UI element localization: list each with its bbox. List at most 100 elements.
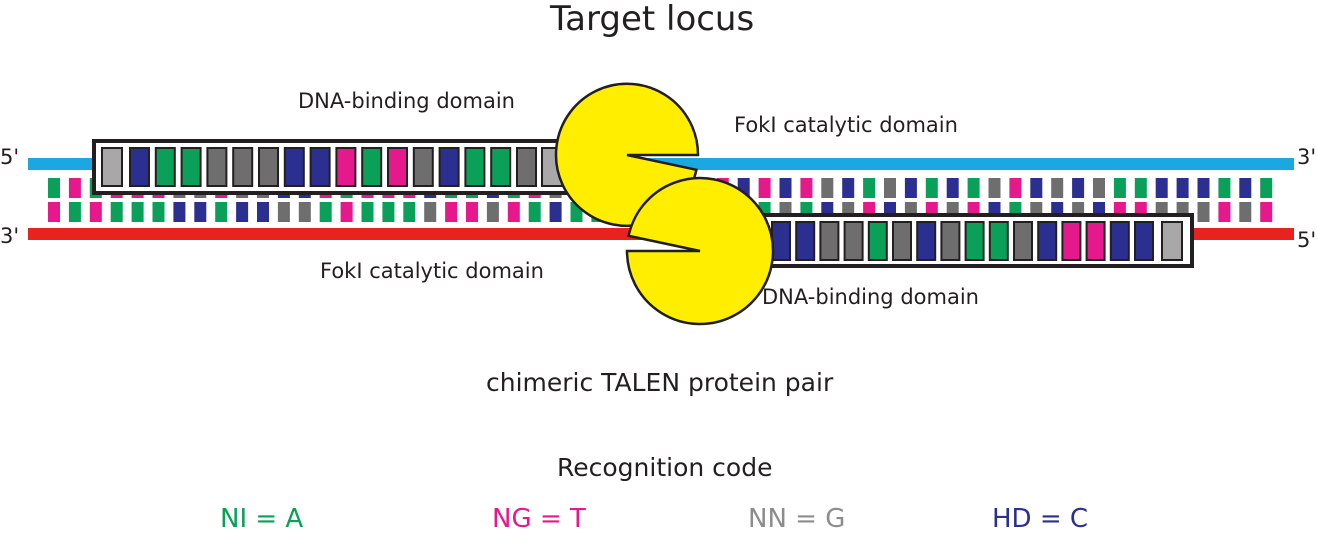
top-strand-5prime-end: 5' — [0, 145, 20, 169]
base-bottom — [549, 202, 562, 222]
right-tale-repeat — [795, 221, 816, 261]
right-tale-repeat — [1085, 221, 1106, 261]
right-tale-repeat — [988, 221, 1009, 261]
base-top — [967, 178, 980, 198]
base-top — [1093, 178, 1105, 198]
left-tale-repeat — [361, 147, 383, 187]
right-tale-repeat — [819, 221, 840, 261]
left-tale-repeat — [387, 147, 408, 187]
recognition-code-nn-g: NN = G — [748, 504, 846, 534]
base-top — [1218, 178, 1231, 198]
base-bottom — [173, 202, 186, 222]
base-top — [779, 178, 792, 198]
left-n-terminal-repeat — [101, 147, 123, 187]
base-top — [800, 178, 813, 198]
base-bottom — [298, 202, 311, 222]
right-tale-repeat — [867, 221, 888, 261]
right-tale-repeat — [1109, 221, 1130, 261]
base-bottom — [110, 202, 123, 222]
base-top — [1239, 178, 1252, 198]
base-bottom — [1260, 202, 1273, 222]
base-top — [48, 178, 60, 198]
recognition-code-heading: Recognition code — [557, 453, 773, 482]
base-bottom — [48, 202, 60, 222]
right-n-terminal-repeat — [1161, 221, 1183, 261]
right-tale-repeat — [1061, 221, 1082, 261]
bottom-strand-5prime-end: 5' — [1297, 228, 1317, 252]
recognition-code-hd-c: HD = C — [992, 504, 1089, 534]
base-top — [821, 178, 834, 198]
base-bottom — [528, 202, 541, 222]
base-bottom — [236, 202, 249, 222]
base-top — [842, 178, 855, 198]
base-top — [68, 178, 81, 198]
bottom-strand-3prime-end: 3' — [0, 224, 20, 248]
left-tale-repeat — [516, 147, 537, 187]
left-tale-repeat — [232, 147, 254, 187]
base-top — [946, 178, 959, 198]
right-tale-repeat — [964, 221, 985, 261]
talen-pair-caption: chimeric TALEN protein pair — [486, 368, 834, 397]
base-top — [1030, 178, 1043, 198]
left-tale-repeat — [412, 147, 434, 187]
recognition-code-ni-a: NI = A — [220, 504, 304, 534]
base-bottom — [445, 202, 458, 222]
dna-binding-domain-top-label: DNA-binding domain — [298, 89, 515, 113]
left-tale-repeat — [206, 147, 228, 187]
fokI-domain-bottom-label: FokI catalytic domain — [320, 259, 544, 283]
base-bottom — [486, 202, 499, 222]
base-bottom — [424, 202, 437, 222]
base-top — [863, 178, 876, 198]
base-bottom — [1218, 202, 1231, 222]
base-bottom — [257, 202, 269, 222]
right-tale-repeat — [1134, 221, 1154, 261]
right-tale-repeat — [1037, 221, 1058, 261]
base-bottom — [131, 202, 144, 222]
base-top — [884, 178, 896, 198]
right-tale-repeat — [843, 221, 864, 261]
base-top — [904, 178, 917, 198]
base-top — [758, 178, 771, 198]
base-bottom — [319, 202, 332, 222]
base-bottom — [403, 202, 416, 222]
left-tale-repeat — [283, 147, 305, 187]
right-tale-repeat — [892, 221, 912, 261]
base-top — [1072, 178, 1085, 198]
left-tale-repeat — [335, 147, 357, 187]
fokI-domain-top-label: FokI catalytic domain — [734, 113, 958, 137]
left-tale-repeat — [258, 147, 279, 187]
left-tale-repeat — [180, 147, 202, 187]
base-top — [988, 178, 1001, 198]
fokI-domain-bottom — [625, 176, 775, 326]
left-tale-repeat — [490, 147, 512, 187]
base-bottom — [1197, 202, 1210, 222]
right-tale-repeat — [1013, 221, 1033, 261]
right-tale-repeat — [940, 221, 961, 261]
base-top — [1134, 178, 1147, 198]
base-bottom — [466, 202, 478, 222]
base-bottom — [507, 202, 520, 222]
base-top — [1155, 178, 1168, 198]
base-bottom — [68, 202, 81, 222]
base-top — [1113, 178, 1126, 198]
right-tale-repeat — [771, 221, 791, 261]
diagram-title: Target locus — [550, 0, 755, 39]
base-bottom — [382, 202, 395, 222]
base-top — [1051, 178, 1064, 198]
left-tale-repeat — [309, 147, 331, 187]
base-bottom — [277, 202, 290, 222]
left-tale-repeat — [438, 147, 460, 187]
base-bottom — [194, 202, 207, 222]
base-bottom — [361, 202, 374, 222]
left-tale-repeat — [129, 147, 150, 187]
left-tale-repeat — [154, 147, 176, 187]
dna-binding-domain-bottom-label: DNA-binding domain — [762, 285, 979, 309]
base-bottom — [340, 202, 353, 222]
base-top — [1176, 178, 1189, 198]
base-top — [925, 178, 938, 198]
base-bottom — [152, 202, 165, 222]
base-bottom — [89, 202, 102, 222]
base-top — [1009, 178, 1022, 198]
recognition-code-ng-t: NG = T — [492, 504, 586, 534]
